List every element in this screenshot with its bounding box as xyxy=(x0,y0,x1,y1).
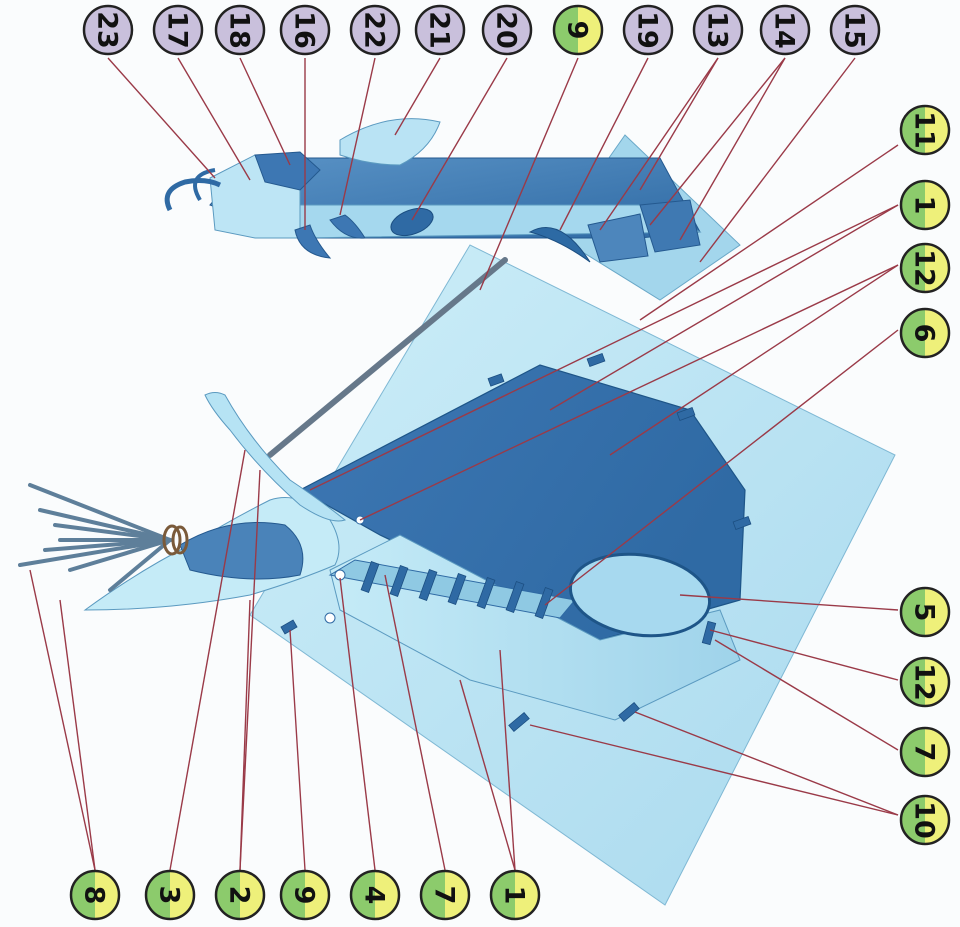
callout-number: 20 xyxy=(491,11,522,49)
callout-number: 12 xyxy=(909,249,940,287)
callout-badge: 11 xyxy=(901,106,949,154)
callout-badge: 13 xyxy=(694,6,742,54)
callout-number: 14 xyxy=(769,11,800,49)
callout-badge: 7 xyxy=(901,728,949,776)
callout-number: 13 xyxy=(702,11,733,49)
callout-number: 6 xyxy=(909,324,940,343)
callout-badge: 6 xyxy=(901,309,949,357)
callout-badge: 5 xyxy=(901,588,949,636)
callout-number: 23 xyxy=(92,11,123,49)
callout-badge: 18 xyxy=(216,6,264,54)
callout-badge: 9 xyxy=(554,6,602,54)
callout-badge: 3 xyxy=(146,871,194,919)
callout-badge: 22 xyxy=(351,6,399,54)
callout-badge: 19 xyxy=(624,6,672,54)
callout-badge: 7 xyxy=(421,871,469,919)
callout-badge: 10 xyxy=(901,796,949,844)
callouts-bottom: 8 3 2 9 4 7 1 xyxy=(71,871,539,919)
callout-badge: 12 xyxy=(901,244,949,292)
callouts-right: 111126512710 xyxy=(901,106,949,844)
callout-number: 9 xyxy=(562,21,593,40)
callout-badge: 20 xyxy=(483,6,531,54)
callout-number: 1 xyxy=(499,886,530,905)
callout-number: 10 xyxy=(909,801,940,839)
callout-badge: 1 xyxy=(491,871,539,919)
leader xyxy=(108,58,215,178)
leader xyxy=(650,58,785,225)
leader xyxy=(170,450,245,870)
callout-number: 21 xyxy=(424,11,455,49)
callout-badge: 21 xyxy=(416,6,464,54)
leader xyxy=(700,58,855,262)
leader xyxy=(680,58,785,240)
leader xyxy=(178,58,250,180)
callout-badge: 4 xyxy=(351,871,399,919)
callout-number: 4 xyxy=(359,886,390,905)
callout-badge: 16 xyxy=(281,6,329,54)
callout-badge: 23 xyxy=(84,6,132,54)
callout-number: 11 xyxy=(909,111,940,149)
callout-badge: 12 xyxy=(901,658,949,706)
callout-badge: 9 xyxy=(281,871,329,919)
callout-number: 7 xyxy=(909,743,940,762)
callout-badge: 15 xyxy=(831,6,879,54)
callout-number: 2 xyxy=(224,886,255,905)
callout-number: 19 xyxy=(632,11,663,49)
callouts-top: 23 17 18 16 22 21 20 9 19 13 14 15 xyxy=(84,6,879,54)
leader xyxy=(240,58,290,165)
callout-number: 8 xyxy=(79,886,110,905)
leader xyxy=(290,630,305,870)
callout-badge: 8 xyxy=(71,871,119,919)
callout-number: 22 xyxy=(359,11,390,49)
pin-hole xyxy=(325,613,335,623)
callout-number: 5 xyxy=(909,603,940,622)
callout-badge: 14 xyxy=(761,6,809,54)
callout-number: 15 xyxy=(839,11,870,49)
callout-number: 17 xyxy=(162,11,193,49)
callout-number: 9 xyxy=(289,886,320,905)
callout-badge: 17 xyxy=(154,6,202,54)
callout-number: 12 xyxy=(909,663,940,701)
callout-number: 3 xyxy=(154,886,185,905)
callout-number: 7 xyxy=(429,886,460,905)
leader xyxy=(640,58,718,190)
callout-badge: 2 xyxy=(216,871,264,919)
callout-number: 18 xyxy=(224,11,255,49)
callout-number: 1 xyxy=(909,196,940,215)
callout-number: 16 xyxy=(289,11,320,49)
callout-badge: 1 xyxy=(901,181,949,229)
inner-wedge xyxy=(180,523,303,580)
